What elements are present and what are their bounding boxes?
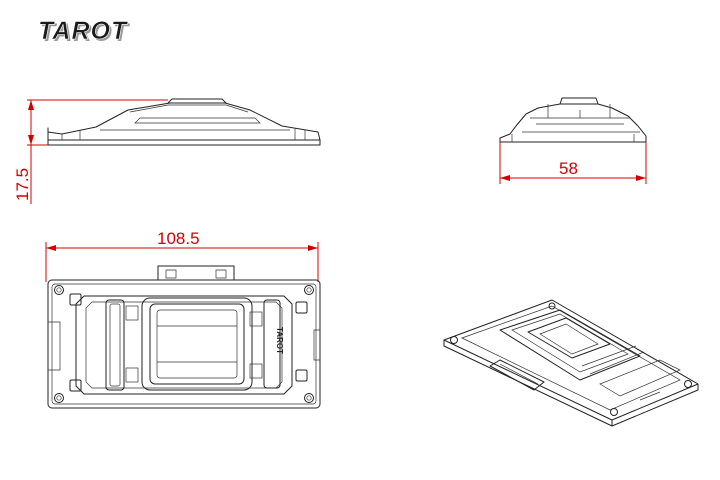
screw-hole-icon xyxy=(610,408,618,416)
screw-hole-icon xyxy=(54,285,64,295)
side-view xyxy=(47,98,321,146)
logo-text: TAROT xyxy=(38,17,129,45)
screw-hole-icon xyxy=(548,302,556,310)
depth-dimension: 58 xyxy=(499,142,647,184)
end-view xyxy=(499,97,647,143)
isometric-view xyxy=(443,299,699,427)
screw-hole-icon xyxy=(304,393,314,403)
width-dimension: 108.5 xyxy=(45,229,319,282)
height-value: 17.5 xyxy=(13,168,32,201)
logo-shadow: TAROT xyxy=(40,19,131,47)
screw-hole-icon xyxy=(684,380,692,388)
width-value: 108.5 xyxy=(157,229,200,248)
top-view-mark: TAROT xyxy=(275,327,284,354)
height-dimension: 17.5 xyxy=(13,99,168,204)
screw-hole-icon xyxy=(450,336,458,344)
top-view: TAROT xyxy=(47,265,321,409)
screw-hole-icon xyxy=(54,393,64,403)
screw-hole-icon xyxy=(304,285,314,295)
depth-value: 58 xyxy=(559,159,578,178)
tarot-logo: TAROT TAROT xyxy=(38,17,131,47)
